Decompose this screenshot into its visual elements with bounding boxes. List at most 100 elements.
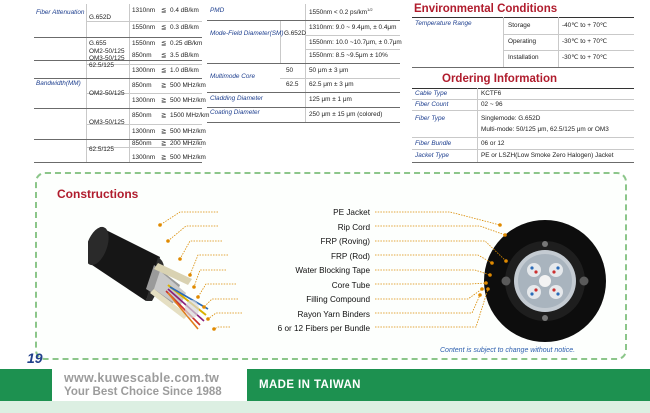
order-value-2: Multi-mode: 50/125 μm, 62.5/125 μm or OM… — [481, 126, 609, 133]
bw-value: 500 MHz/km — [170, 97, 206, 104]
bw-value: 200 MHz/km — [170, 140, 206, 147]
legend-fibers-per-bundle: 6 or 12 Fibers per Bundle — [277, 324, 370, 333]
att-value: 0.3 dB/km — [170, 24, 199, 31]
env-value: -40℃ to + 70℃ — [562, 22, 608, 29]
bw-value: 1500 MHz/km — [170, 112, 210, 119]
att-value: 0.4 dB/km — [170, 7, 199, 14]
order-value: KCTF6 — [481, 90, 502, 97]
order-value: PE or LSZH(Low Smoke Zero Halogen) Jacke… — [481, 152, 614, 159]
construction-title: Constructions — [57, 187, 139, 201]
environment-title: Environmental Conditions — [414, 3, 558, 15]
bw-op: ≧ — [161, 82, 167, 89]
att-value: 3.5 dB/km — [170, 52, 199, 59]
disclaimer-note: Content is subject to change without not… — [440, 347, 576, 354]
footer-slogan: Your Best Choice Since 1988 — [64, 386, 222, 398]
footer-bottom-stripe — [0, 401, 650, 413]
att-op: ≦ — [161, 67, 167, 74]
att-op: ≦ — [161, 40, 167, 47]
bw-wl: 1300nm — [132, 128, 156, 135]
bw-op: ≧ — [161, 154, 167, 161]
mfd-label: Mode-Field Diameter(SM) — [210, 30, 284, 37]
bw-wl: 850nm — [132, 82, 152, 89]
att-type-mm: OM2-50/125 OM3-50/125 62.5/125 — [89, 48, 125, 70]
att-wl: 1300nm — [132, 67, 156, 74]
legend-water-blocking-tape: Water Blocking Tape — [295, 266, 370, 275]
cladding-value: 125 μm ± 1 μm — [309, 96, 352, 103]
bw-wl: 1300nm — [132, 154, 156, 161]
mfd-type: G.652D — [284, 30, 307, 37]
core-62: 62.5 — [286, 81, 299, 88]
att-value: 0.25 dB/km — [170, 40, 203, 47]
legend-pe-jacket: PE Jacket — [333, 208, 370, 217]
page-number: 19 — [27, 350, 43, 366]
order-label: Fiber Bundle — [415, 140, 452, 147]
core-62-value: 62.5 μm ± 3 μm — [309, 81, 354, 88]
order-label: Fiber Count — [415, 101, 449, 108]
att-type-g655: G.655 — [89, 40, 107, 47]
att-wl: 1550nm — [132, 24, 156, 31]
ordering-title: Ordering Information — [442, 73, 557, 85]
bw-value: 500 MHz/km — [170, 128, 206, 135]
order-value: Singlemode: G.652D — [481, 115, 541, 122]
env-name: Operating — [508, 38, 537, 45]
pmd-sup: 1/2 — [367, 7, 373, 12]
order-label: Cable Type — [415, 90, 448, 97]
core-50-value: 50 μm ± 3 μm — [309, 67, 349, 74]
mfd-1310: 1310nm: 9.0 ~ 9.4μm, ± 0.4μm — [309, 24, 397, 31]
att-op: ≦ — [161, 24, 167, 31]
bw-wl: 850nm — [132, 112, 152, 119]
env-value: -30℃ to + 70℃ — [562, 38, 608, 45]
coating-label: Coating Diameter — [210, 109, 260, 116]
env-value: -30℃ to + 70℃ — [562, 54, 608, 61]
att-wl: 1310nm — [132, 7, 156, 14]
made-in-taiwan: MADE IN TAIWAN — [259, 379, 361, 391]
pmd-label: PMD — [210, 7, 225, 14]
order-value: 02 ~ 96 — [481, 101, 503, 108]
legend-filling-compound: Filling Compound — [306, 295, 370, 304]
bw-op: ≧ — [161, 128, 167, 135]
footer-website[interactable]: www.kuwescable.com.tw — [64, 371, 220, 385]
legend-rayon-yarn-binders: Rayon Yarn Binders — [297, 309, 370, 319]
footer-white-panel — [52, 369, 247, 401]
construction-legend: PE Jacket Rip Cord FRP (Roving) FRP (Rod… — [220, 208, 370, 338]
env-name: Storage — [508, 22, 531, 29]
bw-type: OM2-50/125 — [89, 90, 125, 97]
att-op: ≦ — [161, 7, 167, 14]
legend-core-tube: Core Tube — [331, 280, 370, 290]
cladding-label: Cladding Diameter — [210, 95, 263, 102]
temperature-label: Temperature Range — [415, 20, 472, 27]
bw-wl: 1300nm — [132, 97, 156, 104]
bw-value: 500 MHz/km — [170, 154, 206, 161]
att-wl: 1550nm — [132, 40, 156, 47]
legend-frp-rod: FRP (Rod) — [331, 251, 370, 261]
attenuation-label: Fiber Attenuation — [36, 9, 85, 16]
pmd-value: 1550nm < 0.2 ps/km1/2 — [309, 8, 373, 17]
bw-op: ≧ — [161, 140, 167, 147]
leader-lines — [158, 211, 508, 331]
att-value: 1.0 dB/km — [170, 67, 199, 74]
order-value: 06 or 12 — [481, 140, 505, 147]
spec-table-attenuation: Fiber Attenuation G.652D 1310nm ≦ 0.4 dB… — [34, 0, 209, 166]
legend-frp-roving: FRP (Roving) — [320, 237, 370, 246]
bw-type: 62.5/125 — [89, 146, 114, 153]
cable-cross-section — [484, 220, 606, 342]
spec-table-optical: PMD 1550nm < 0.2 ps/km1/2 Mode-Field Dia… — [207, 0, 402, 166]
bw-wl: 850nm — [132, 140, 152, 147]
legend-rip-cord: Rip Cord — [337, 222, 370, 232]
mfd-1550: 1550nm: 10.0 ~10.7μm, ± 0.7μm — [309, 39, 402, 46]
order-label: Jacket Type — [415, 152, 449, 159]
core-50: 50 — [286, 67, 294, 74]
env-name: Installation — [508, 54, 539, 61]
att-type-g652d: G.652D — [89, 14, 112, 21]
cable-side-illustration — [88, 226, 209, 330]
environment-section: Environmental Conditions Temperature Ran… — [412, 0, 634, 70]
att-op: ≦ — [161, 52, 167, 59]
mfd-1550b: 1550nm: 8.5 ~9.5μm ± 10% — [309, 52, 388, 59]
coating-value: 250 μm ± 15 μm (colored) — [309, 111, 383, 118]
bw-op: ≧ — [161, 97, 167, 104]
bw-type: OM3-50/125 — [89, 119, 125, 126]
ordering-section: Ordering Information Cable Type KCTF6 Fi… — [412, 70, 634, 166]
core-label: Multimode Core — [210, 73, 256, 80]
order-label: Fiber Type — [415, 115, 446, 122]
bw-value: 500 MHz/km — [170, 82, 206, 89]
